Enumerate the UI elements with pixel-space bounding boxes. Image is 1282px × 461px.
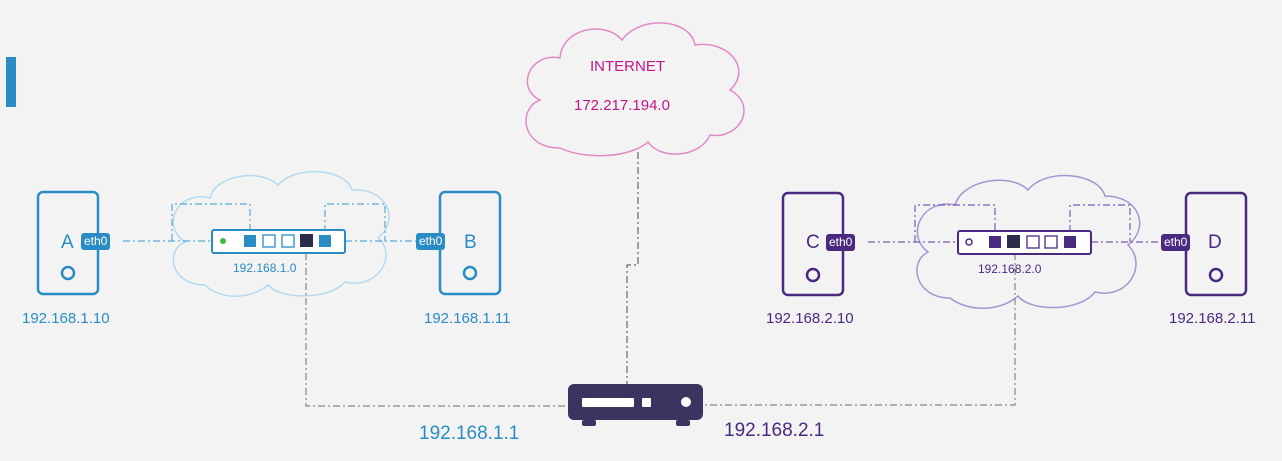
- switch-1-port: [262, 234, 276, 248]
- switch-1-port: [300, 234, 313, 247]
- router-icon: [568, 384, 703, 426]
- host-b-ip: 192.168.1.11: [424, 310, 511, 327]
- switch-2: [957, 230, 1092, 255]
- host-c-ip: 192.168.2.10: [766, 310, 854, 327]
- switch-2-network-label: 192.168.2.0: [978, 262, 1042, 276]
- internet-title: INTERNET: [590, 58, 665, 75]
- link-internet-router: [626, 152, 639, 385]
- host-d-label: D: [1208, 232, 1222, 253]
- link-switch1-router: [305, 253, 568, 407]
- host-a-eth0-badge: eth0: [81, 233, 111, 250]
- host-a-power-icon: [60, 265, 76, 281]
- switch-2-status-led: [965, 238, 973, 246]
- slide-accent-bar: [6, 57, 16, 107]
- host-d-power-icon: [1208, 267, 1224, 283]
- link-switch2-router: [703, 253, 1016, 406]
- host-d-eth0-badge: eth0: [1161, 234, 1191, 251]
- cloud-network-1: [172, 171, 390, 297]
- link-switch1-port-a: [171, 203, 251, 241]
- switch-2-port: [1064, 236, 1076, 248]
- link-switch2-port-c: [914, 204, 996, 242]
- host-b-label: B: [464, 232, 477, 253]
- link-switch2-port-d: [1069, 204, 1131, 242]
- router-left-ip: 192.168.1.1: [419, 423, 520, 444]
- switch-1-status-led: [220, 238, 226, 244]
- host-c-power-icon: [805, 267, 821, 283]
- switch-2-port: [1026, 235, 1040, 249]
- host-c-eth0-badge: eth0: [826, 234, 856, 251]
- cloud-network-2: [916, 174, 1141, 309]
- switch-1-network-label: 192.168.1.0: [233, 261, 297, 275]
- switch-1: [211, 229, 346, 254]
- switch-2-port: [1007, 235, 1020, 248]
- host-a-label: A: [61, 232, 74, 253]
- router-right-ip: 192.168.2.1: [724, 420, 825, 441]
- switch-1-port: [281, 234, 295, 248]
- internet-cloud: [525, 22, 745, 157]
- switch-2-port: [1044, 235, 1058, 249]
- switch-1-port: [244, 235, 256, 247]
- switch-2-port: [989, 236, 1001, 248]
- internet-network-ip: 172.217.194.0: [574, 97, 670, 114]
- host-d-ip: 192.168.2.11: [1169, 310, 1256, 327]
- host-b-power-icon: [462, 265, 478, 281]
- host-c-label: C: [806, 232, 820, 253]
- switch-1-port: [319, 235, 331, 247]
- host-a-ip: 192.168.1.10: [22, 310, 110, 327]
- host-b-eth0-badge: eth0: [416, 233, 446, 250]
- link-switch1-port-b: [324, 203, 386, 241]
